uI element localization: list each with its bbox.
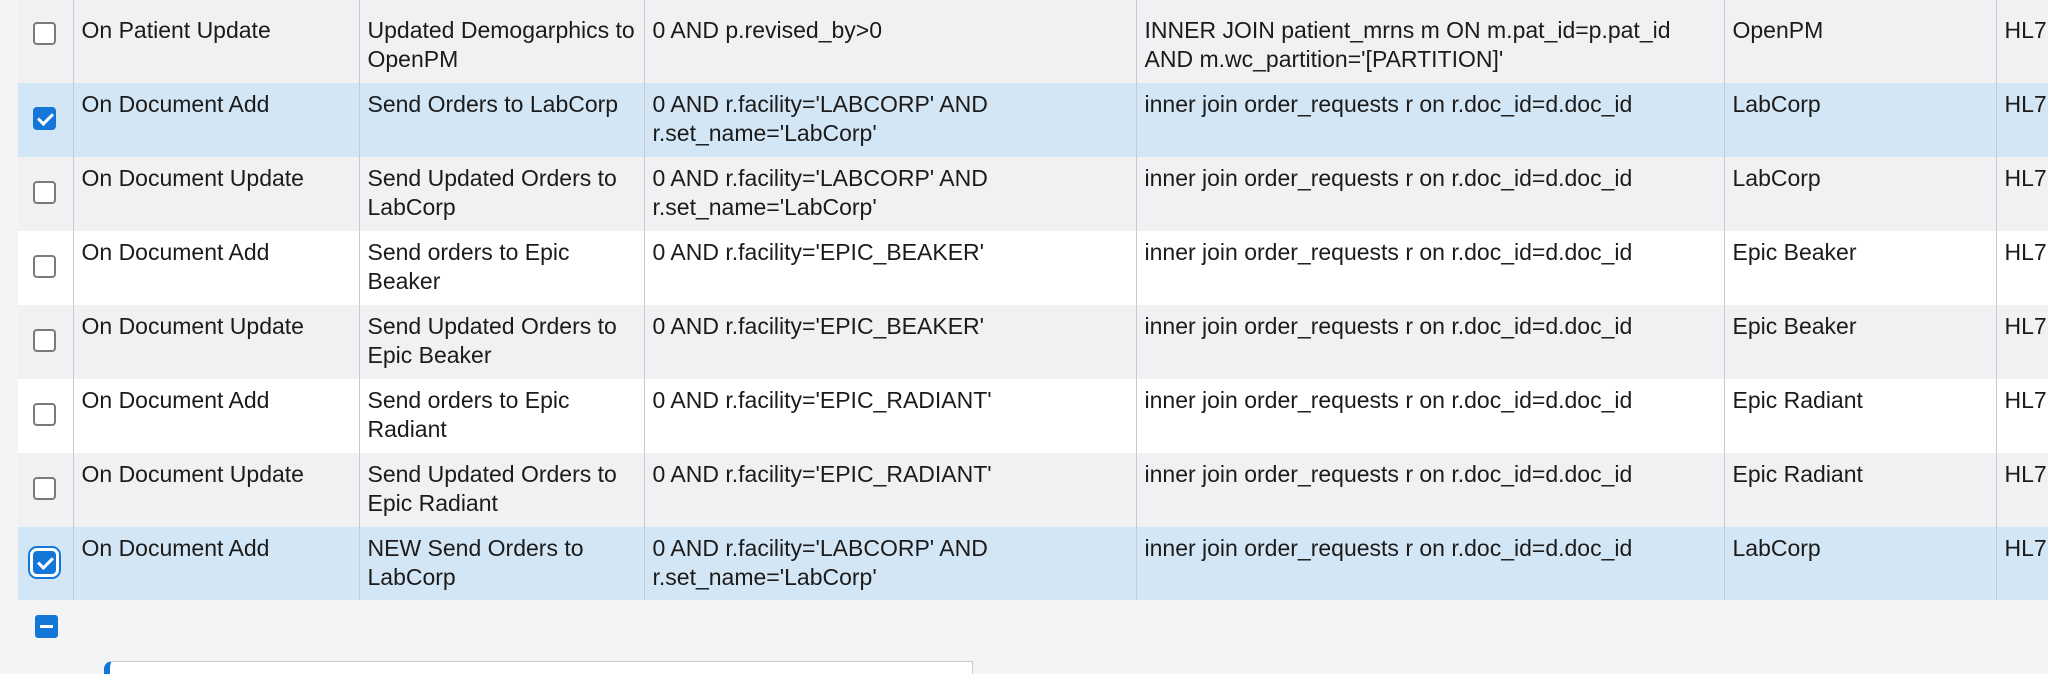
rule-event-cell: On Document Add	[73, 527, 360, 601]
rule-event-cell: On Patient Update	[73, 0, 360, 83]
rule-description-cell: Send orders to Epic Beaker	[359, 231, 645, 305]
rule-description-cell: NEW Send Orders to LabCorp	[359, 527, 645, 601]
rule-condition-cell: 0 AND r.facility='EPIC_BEAKER'	[644, 231, 1137, 305]
row-select-checkbox[interactable]	[33, 107, 56, 130]
rule-join-cell: inner join order_requests r on r.doc_id=…	[1136, 83, 1725, 157]
rule-format-cell: HL7	[1996, 231, 2048, 305]
rule-condition-cell: 0 AND r.facility='EPIC_BEAKER'	[644, 305, 1137, 379]
rule-condition-cell: 0 AND p.revised_by>0	[644, 0, 1137, 83]
row-select-cell	[18, 453, 74, 527]
rule-join-cell: inner join order_requests r on r.doc_id=…	[1136, 527, 1725, 601]
rule-description-cell: Send Updated Orders to Epic Beaker	[359, 305, 645, 379]
row-select-cell	[18, 231, 74, 305]
rule-format-cell: HL7	[1996, 157, 2048, 231]
rule-join-cell: inner join order_requests r on r.doc_id=…	[1136, 453, 1725, 527]
collapse-group-icon[interactable]	[35, 615, 58, 638]
row-select-cell	[18, 157, 74, 231]
rule-event-cell: On Document Add	[73, 83, 360, 157]
rule-format-cell: HL7	[1996, 379, 2048, 453]
row-select-checkbox[interactable]	[33, 255, 56, 278]
rule-description-cell: Send Updated Orders to LabCorp	[359, 157, 645, 231]
row-select-checkbox[interactable]	[33, 551, 56, 574]
rule-condition-cell: 0 AND r.facility='LABCORP' AND r.set_nam…	[644, 157, 1137, 231]
rule-event-cell: On Document Update	[73, 157, 360, 231]
rule-format-cell: HL7	[1996, 0, 2048, 83]
rule-description-cell: Updated Demogarphics to OpenPM	[359, 0, 645, 83]
row-select-checkbox[interactable]	[33, 477, 56, 500]
row-select-checkbox[interactable]	[33, 181, 56, 204]
row-select-checkbox[interactable]	[33, 403, 56, 426]
details-panel	[104, 661, 973, 674]
rule-description-cell: Send Updated Orders to Epic Radiant	[359, 453, 645, 527]
rule-event-cell: On Document Add	[73, 231, 360, 305]
rule-join-cell: inner join order_requests r on r.doc_id=…	[1136, 305, 1725, 379]
row-select-cell	[18, 0, 74, 83]
rule-target-cell: Epic Beaker	[1724, 305, 1997, 379]
rule-condition-cell: 0 AND r.facility='EPIC_RADIANT'	[644, 453, 1137, 527]
rule-description-cell: Send Orders to LabCorp	[359, 83, 645, 157]
rule-target-cell: LabCorp	[1724, 157, 1997, 231]
rule-join-cell: INNER JOIN patient_mrns m ON m.pat_id=p.…	[1136, 0, 1725, 83]
rule-target-cell: LabCorp	[1724, 527, 1997, 601]
rule-target-cell: OpenPM	[1724, 0, 1997, 83]
rule-event-cell: On Document Update	[73, 305, 360, 379]
rule-condition-cell: 0 AND r.facility='LABCORP' AND r.set_nam…	[644, 527, 1137, 601]
rule-target-cell: Epic Radiant	[1724, 379, 1997, 453]
rule-join-cell: inner join order_requests r on r.doc_id=…	[1136, 231, 1725, 305]
rule-event-cell: On Document Update	[73, 453, 360, 527]
row-select-cell	[18, 83, 74, 157]
row-select-cell	[18, 527, 74, 601]
row-select-cell	[18, 379, 74, 453]
row-select-cell	[18, 305, 74, 379]
row-select-checkbox[interactable]	[33, 22, 56, 45]
rule-condition-cell: 0 AND r.facility='LABCORP' AND r.set_nam…	[644, 83, 1137, 157]
rule-format-cell: HL7	[1996, 453, 2048, 527]
rule-join-cell: inner join order_requests r on r.doc_id=…	[1136, 157, 1725, 231]
rule-condition-cell: 0 AND r.facility='EPIC_RADIANT'	[644, 379, 1137, 453]
row-select-checkbox[interactable]	[33, 329, 56, 352]
rule-event-cell: On Document Add	[73, 379, 360, 453]
rule-format-cell: HL7	[1996, 305, 2048, 379]
rule-target-cell: LabCorp	[1724, 83, 1997, 157]
rule-target-cell: Epic Radiant	[1724, 453, 1997, 527]
rule-description-cell: Send orders to Epic Radiant	[359, 379, 645, 453]
rule-target-cell: Epic Beaker	[1724, 231, 1997, 305]
rule-join-cell: inner join order_requests r on r.doc_id=…	[1136, 379, 1725, 453]
rule-format-cell: HL7	[1996, 83, 2048, 157]
rule-format-cell: HL7	[1996, 527, 2048, 601]
